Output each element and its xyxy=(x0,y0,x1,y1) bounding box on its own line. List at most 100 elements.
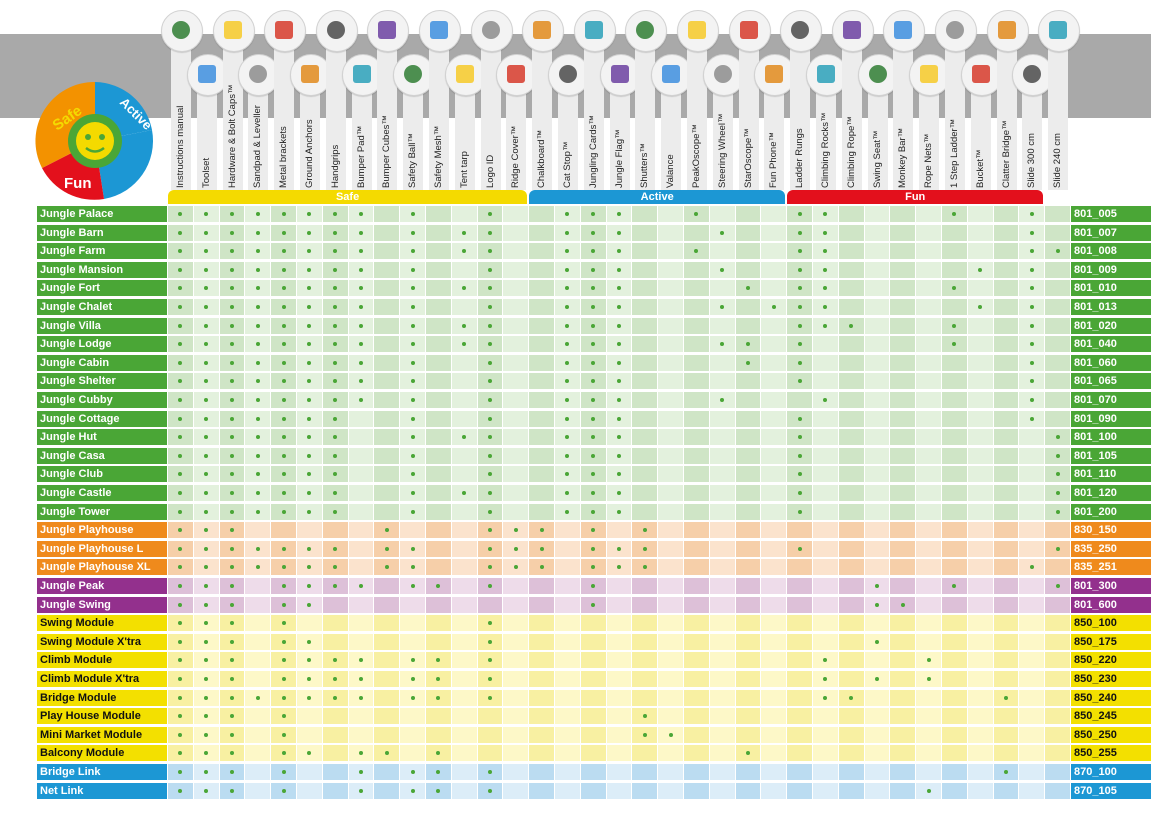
matrix-cell xyxy=(684,596,709,613)
matrix-cell xyxy=(838,540,864,557)
matrix-cell xyxy=(322,726,348,743)
matrix-cell xyxy=(942,764,967,780)
matrix-cell xyxy=(400,615,425,632)
row-code: 835_251 xyxy=(1071,559,1151,576)
matrix-cell xyxy=(787,764,812,780)
availability-dot xyxy=(488,230,492,235)
matrix-cell xyxy=(993,317,1019,334)
matrix-cell xyxy=(684,689,709,706)
matrix-cell xyxy=(271,522,296,539)
column-header: Shutters™ xyxy=(639,143,651,188)
matrix-cell xyxy=(1019,652,1045,669)
monkey-bar-icon xyxy=(894,21,913,39)
matrix-cell xyxy=(916,522,941,539)
availability-dot xyxy=(797,305,802,309)
matrix-cell xyxy=(451,745,477,762)
clatter-bridge-icon xyxy=(997,21,1016,39)
matrix-cell xyxy=(245,782,271,799)
availability-dot xyxy=(462,435,467,440)
availability-dot xyxy=(204,677,209,681)
availability-dot xyxy=(926,658,931,663)
row-label: Jungle Shelter xyxy=(37,373,167,390)
column-stem xyxy=(454,74,475,190)
matrix-cell xyxy=(1045,336,1070,353)
matrix-cell xyxy=(503,354,529,371)
matrix-cell xyxy=(503,447,529,464)
matrix-cell xyxy=(890,671,916,687)
availability-dot xyxy=(1055,491,1060,495)
availability-dot xyxy=(410,286,415,291)
matrix-cell xyxy=(761,336,787,353)
matrix-cell xyxy=(529,652,554,669)
availability-dot xyxy=(410,379,415,384)
matrix-cell xyxy=(864,206,890,222)
matrix-cell xyxy=(761,410,787,427)
matrix-cell xyxy=(632,410,658,427)
matrix-cell xyxy=(658,447,683,464)
availability-dot xyxy=(255,472,260,477)
availability-dot xyxy=(823,212,828,216)
matrix-cell xyxy=(658,299,683,315)
matrix-cell xyxy=(890,447,916,464)
availability-dot xyxy=(565,286,570,291)
matrix-cell xyxy=(684,708,709,725)
icon-bubble xyxy=(651,54,694,96)
availability-dot xyxy=(565,379,570,384)
matrix-cell xyxy=(632,317,658,334)
availability-dot xyxy=(230,267,234,272)
matrix-cell xyxy=(658,615,683,632)
row-code: 801_007 xyxy=(1071,224,1151,241)
column-stem xyxy=(867,74,888,190)
availability-dot xyxy=(307,360,312,365)
matrix-cell xyxy=(838,764,864,780)
matrix-cell xyxy=(503,261,529,278)
matrix-cell xyxy=(451,559,477,576)
matrix-cell xyxy=(916,261,941,278)
matrix-cell xyxy=(735,317,761,334)
availability-dot xyxy=(307,565,312,570)
matrix-cell xyxy=(1045,559,1070,576)
matrix-cell xyxy=(838,224,864,241)
matrix-cell xyxy=(1019,596,1045,613)
matrix-cell xyxy=(245,596,271,613)
availability-dot xyxy=(178,360,183,365)
column-stem xyxy=(686,30,707,190)
availability-dot xyxy=(746,360,750,365)
availability-dot xyxy=(333,212,338,216)
availability-dot xyxy=(204,360,209,365)
matrix-cell xyxy=(555,559,580,576)
column-stem xyxy=(403,74,424,190)
matrix-cell xyxy=(684,336,709,353)
matrix-cell xyxy=(632,447,658,464)
availability-dot xyxy=(359,695,363,700)
availability-dot xyxy=(281,751,286,756)
matrix-cell xyxy=(503,615,529,632)
matrix-cell xyxy=(967,336,993,353)
column-stem xyxy=(635,30,656,190)
matrix-cell xyxy=(555,764,580,780)
availability-dot xyxy=(204,267,209,272)
matrix-cell xyxy=(942,745,967,762)
step-ladder-icon xyxy=(945,21,964,39)
matrix-cell xyxy=(942,243,967,260)
matrix-cell xyxy=(967,373,993,390)
column-header: Clatter Bridge™ xyxy=(1000,120,1012,188)
matrix-cell xyxy=(555,671,580,687)
availability-dot xyxy=(591,342,596,347)
column-header: Logo ID xyxy=(484,154,496,188)
column-stem xyxy=(738,30,759,190)
availability-dot xyxy=(333,546,338,551)
availability-dot xyxy=(823,398,828,402)
availability-dot xyxy=(333,565,338,570)
availability-dot xyxy=(307,416,312,421)
matrix-cell xyxy=(787,782,812,799)
availability-dot xyxy=(591,249,596,254)
matrix-cell xyxy=(787,559,812,576)
matrix-cell xyxy=(916,373,941,390)
availability-dot xyxy=(720,267,725,272)
matrix-cell xyxy=(890,559,916,576)
staroscope-icon xyxy=(739,21,758,39)
matrix-cell xyxy=(942,633,967,650)
availability-dot xyxy=(230,546,234,551)
sandpad-icon xyxy=(249,65,268,83)
